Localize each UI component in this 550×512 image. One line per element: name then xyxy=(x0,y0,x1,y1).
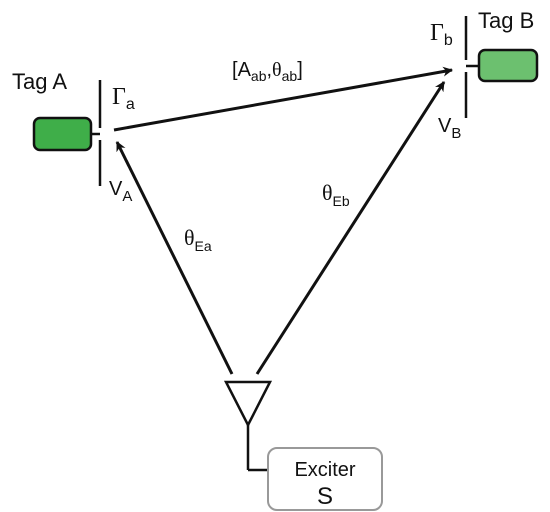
link-ab-arrow xyxy=(113,66,453,132)
exciter-symbol: S xyxy=(317,483,333,510)
tag-a-box xyxy=(32,116,93,152)
tag-a-label: Tag A xyxy=(12,69,67,94)
tag-b-box xyxy=(477,48,539,83)
link-ab-label: [Aab,θab] xyxy=(232,59,303,84)
phase-ea-label: θEa xyxy=(184,225,212,254)
tag-b-antenna xyxy=(464,16,479,118)
tag-a-antenna xyxy=(91,80,102,186)
reflection-b-label: Γb xyxy=(430,20,453,49)
exciter-box xyxy=(267,447,383,511)
phase-eb-label: θEb xyxy=(322,180,350,209)
exciter-to-a-arrow xyxy=(115,141,234,375)
exciter-name: Exciter xyxy=(294,459,355,481)
exciter-antenna xyxy=(223,380,273,472)
reflection-a-label: Γa xyxy=(112,84,135,113)
voltage-b-label: VB xyxy=(438,115,461,142)
exciter-to-b-arrow xyxy=(255,81,446,375)
tag-b-label: Tag B xyxy=(478,8,534,33)
voltage-a-label: VA xyxy=(109,178,132,205)
